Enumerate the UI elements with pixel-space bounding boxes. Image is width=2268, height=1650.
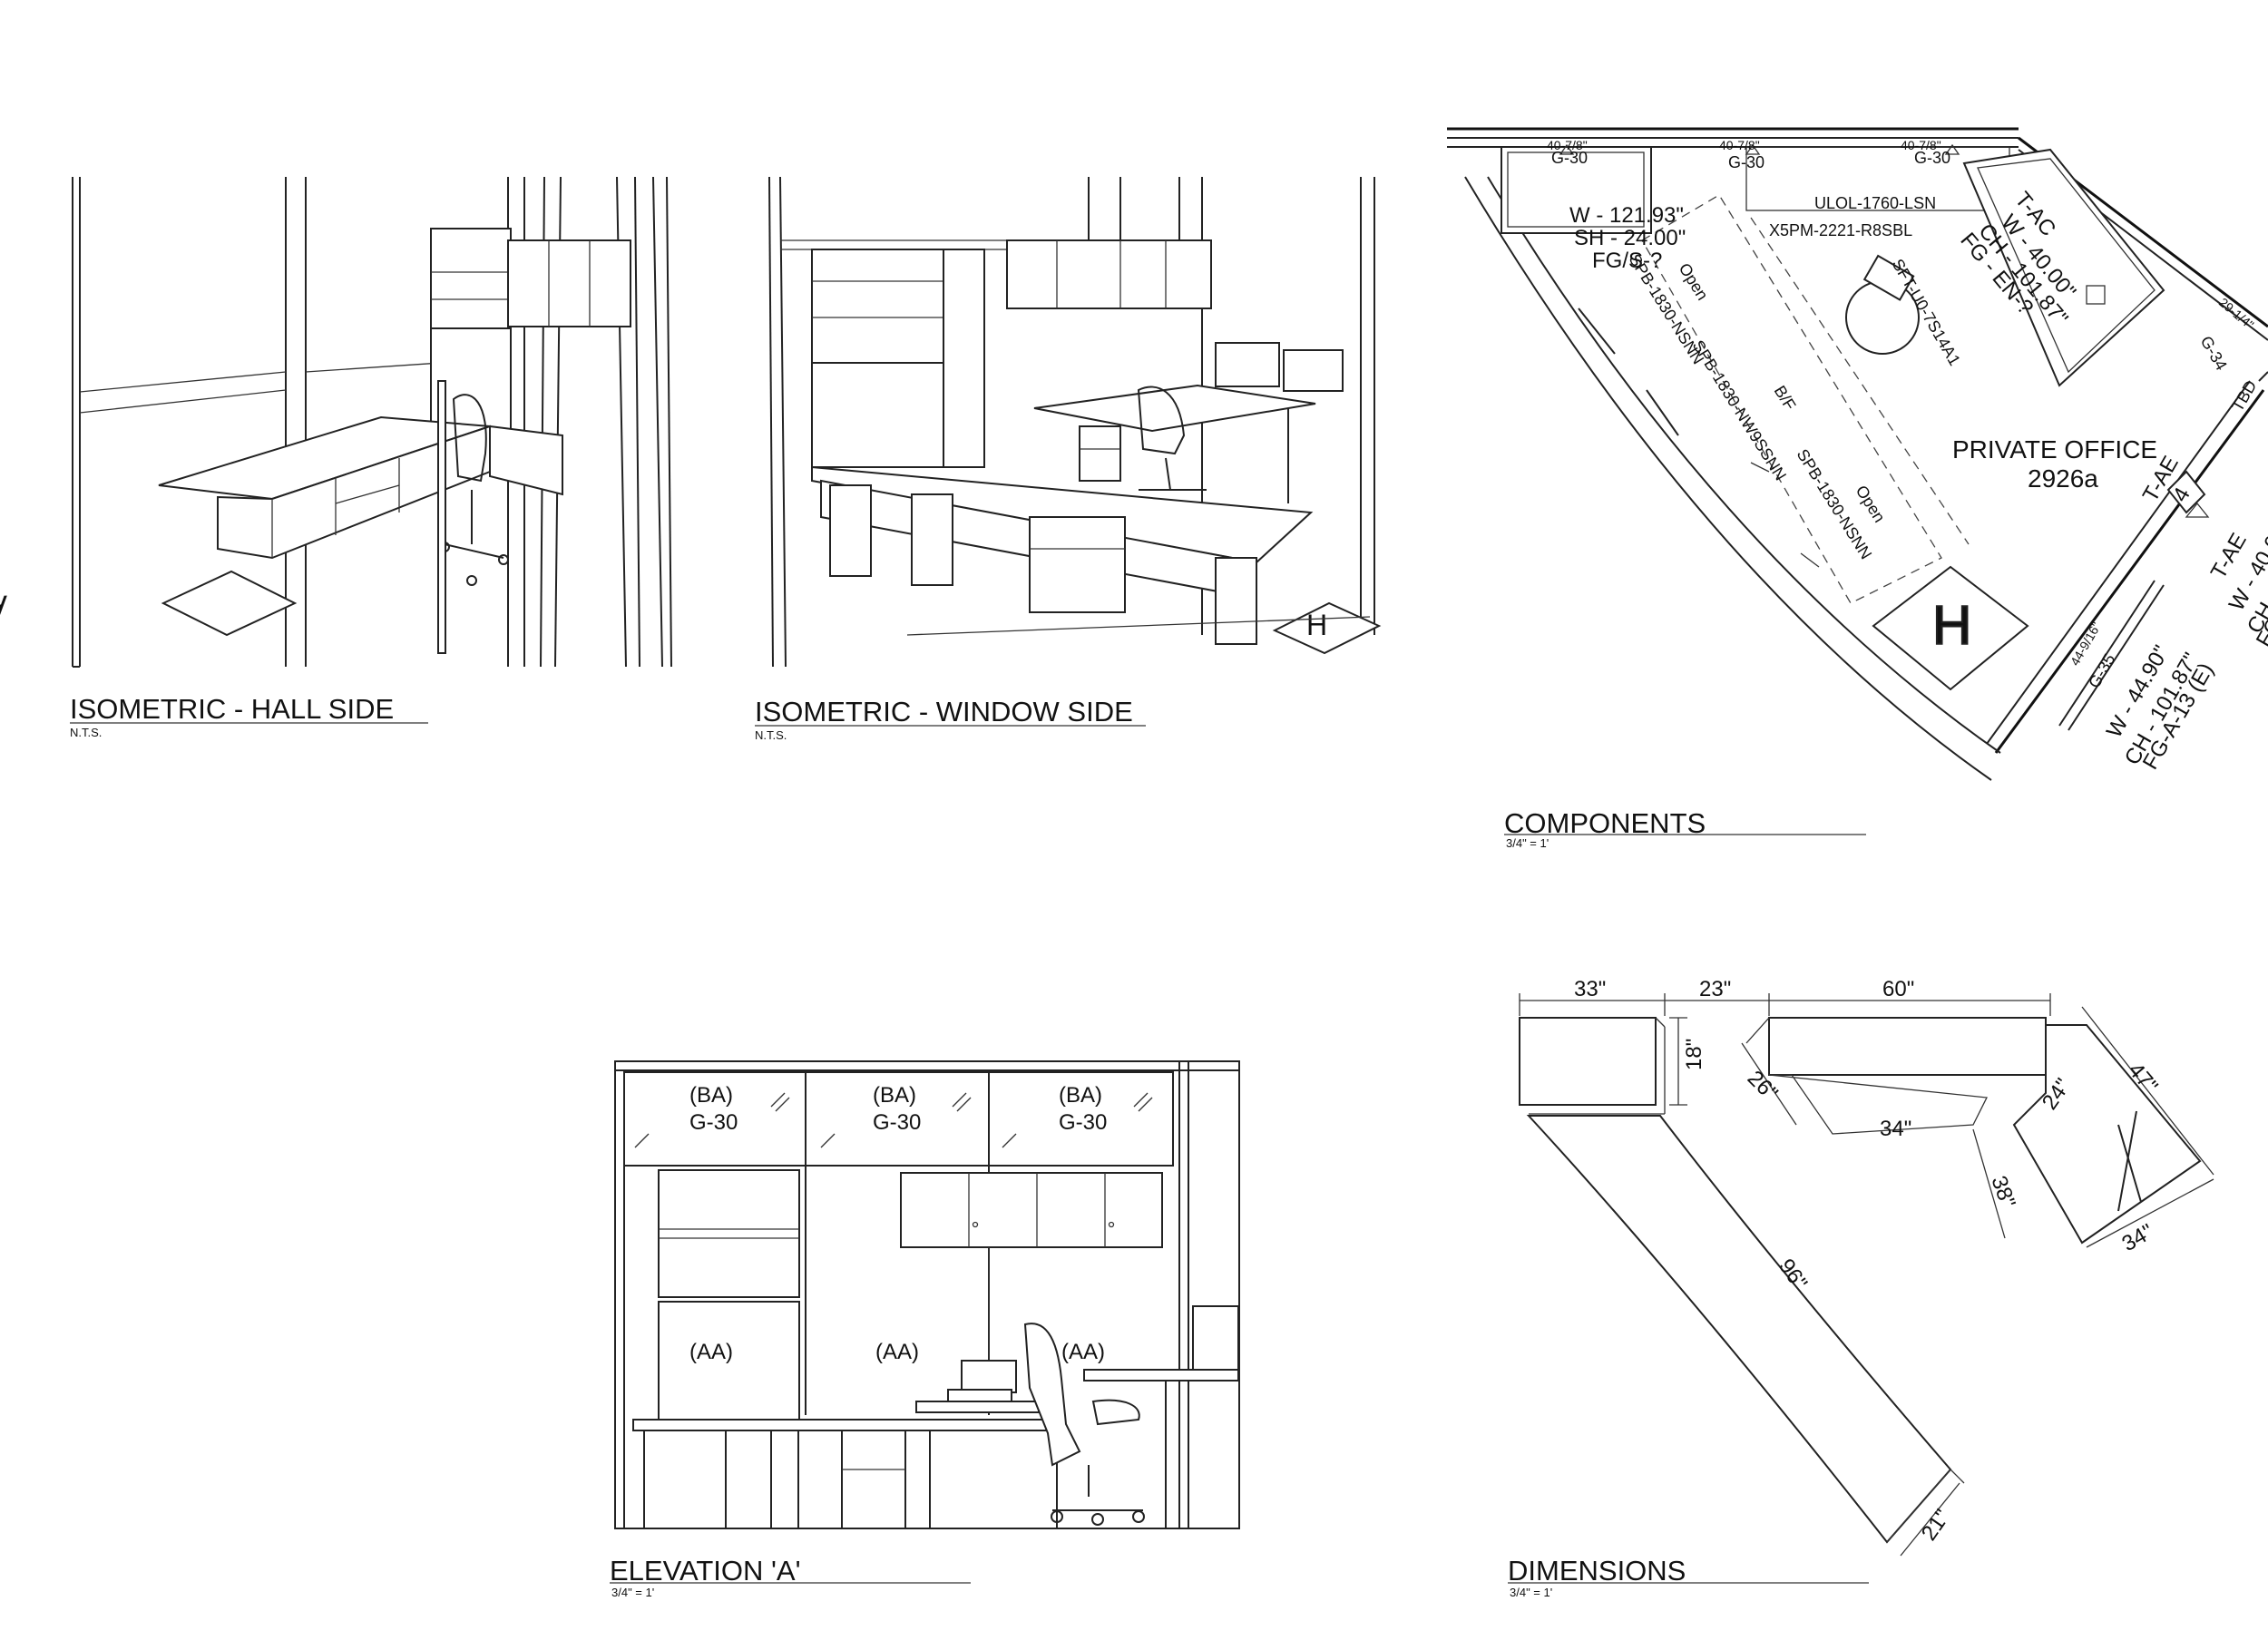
room-name: PRIVATE OFFICE	[1952, 435, 2157, 464]
elev-ba1-g: G-30	[689, 1110, 738, 1135]
elev-ba3-g: G-30	[1059, 1110, 1107, 1135]
dimensions-scale: 3/4" = 1'	[1510, 1586, 1552, 1599]
comp-fg-left: FG/S-?	[1592, 249, 1662, 273]
comp-ulol: ULOL-1760-LSN	[1814, 194, 1936, 212]
dimensions-drawing	[1519, 993, 2214, 1557]
elev-aa1: (AA)	[689, 1340, 733, 1364]
iso-hall-drawing: H	[0, 176, 672, 668]
comp-tbd: TBD	[2228, 377, 2260, 415]
comp-g30-a: G-30	[1551, 149, 1588, 167]
iso-hall-scale: N.T.S.	[70, 726, 102, 739]
comp-frac-b: 40-7/8"	[1719, 138, 1760, 152]
iso-window-title: ISOMETRIC - WINDOW SIDE	[755, 696, 1133, 727]
comp-sh-left: SH - 24.00"	[1574, 226, 1686, 250]
elev-ba1: (BA)	[689, 1083, 733, 1108]
iso-window-drawing: H	[768, 176, 1382, 668]
comp-frac-c: 40-7/8"	[1901, 138, 1941, 152]
comp-x5pm: X5PM-2221-R8SBL	[1769, 221, 1912, 239]
comp-frac-a: 40-7/8"	[1547, 138, 1588, 152]
components-plan: H	[1447, 127, 2268, 781]
room-number: 2926a	[2028, 464, 2098, 493]
comp-g34: G-34	[2197, 333, 2231, 374]
svg-text:H: H	[1932, 595, 1971, 656]
dim-18: 18"	[1682, 1039, 1706, 1070]
comp-spb-b: SPB-1830-NW9SSNN	[1689, 337, 1790, 484]
dim-33: 33"	[1574, 977, 1606, 1001]
elevation-title: ELEVATION 'A'	[610, 1555, 801, 1587]
dim-34b: 34"	[2118, 1219, 2158, 1256]
comp-g35: G-35	[2085, 650, 2118, 691]
comp-open-a: Open	[1676, 260, 1712, 304]
components-title: COMPONENTS	[1504, 807, 1706, 839]
elev-ba3: (BA)	[1059, 1083, 1102, 1108]
dim-38: 38"	[1986, 1173, 2019, 1211]
iso-hall-title: ISOMETRIC - HALL SIDE	[70, 693, 394, 725]
comp-bf: B/F	[1771, 383, 1800, 414]
dim-96: 96"	[1774, 1255, 1812, 1294]
dim-34a: 34"	[1880, 1117, 1911, 1141]
components-scale: 3/4" = 1'	[1506, 836, 1549, 850]
elev-aa3: (AA)	[1061, 1340, 1105, 1364]
comp-w-left: W - 121.93"	[1569, 203, 1684, 228]
dim-60: 60"	[1882, 977, 1914, 1001]
comp-g30-b: G-30	[1728, 153, 1765, 171]
comp-g30-c: G-30	[1914, 149, 1950, 167]
dimensions-title: DIMENSIONS	[1508, 1555, 1686, 1587]
elev-aa2: (AA)	[875, 1340, 919, 1364]
svg-text:H: H	[1306, 609, 1327, 641]
svg-text:H: H	[0, 590, 12, 624]
elevation-drawing	[614, 1060, 1240, 1529]
dim-21: 21"	[1917, 1505, 1955, 1545]
dim-23: 23"	[1699, 977, 1731, 1001]
iso-window-scale: N.T.S.	[755, 728, 787, 742]
comp-open-b: Open	[1853, 483, 1889, 526]
elevation-scale: 3/4" = 1'	[611, 1586, 654, 1599]
elev-ba2: (BA)	[873, 1083, 916, 1108]
elev-ba2-g: G-30	[873, 1110, 921, 1135]
